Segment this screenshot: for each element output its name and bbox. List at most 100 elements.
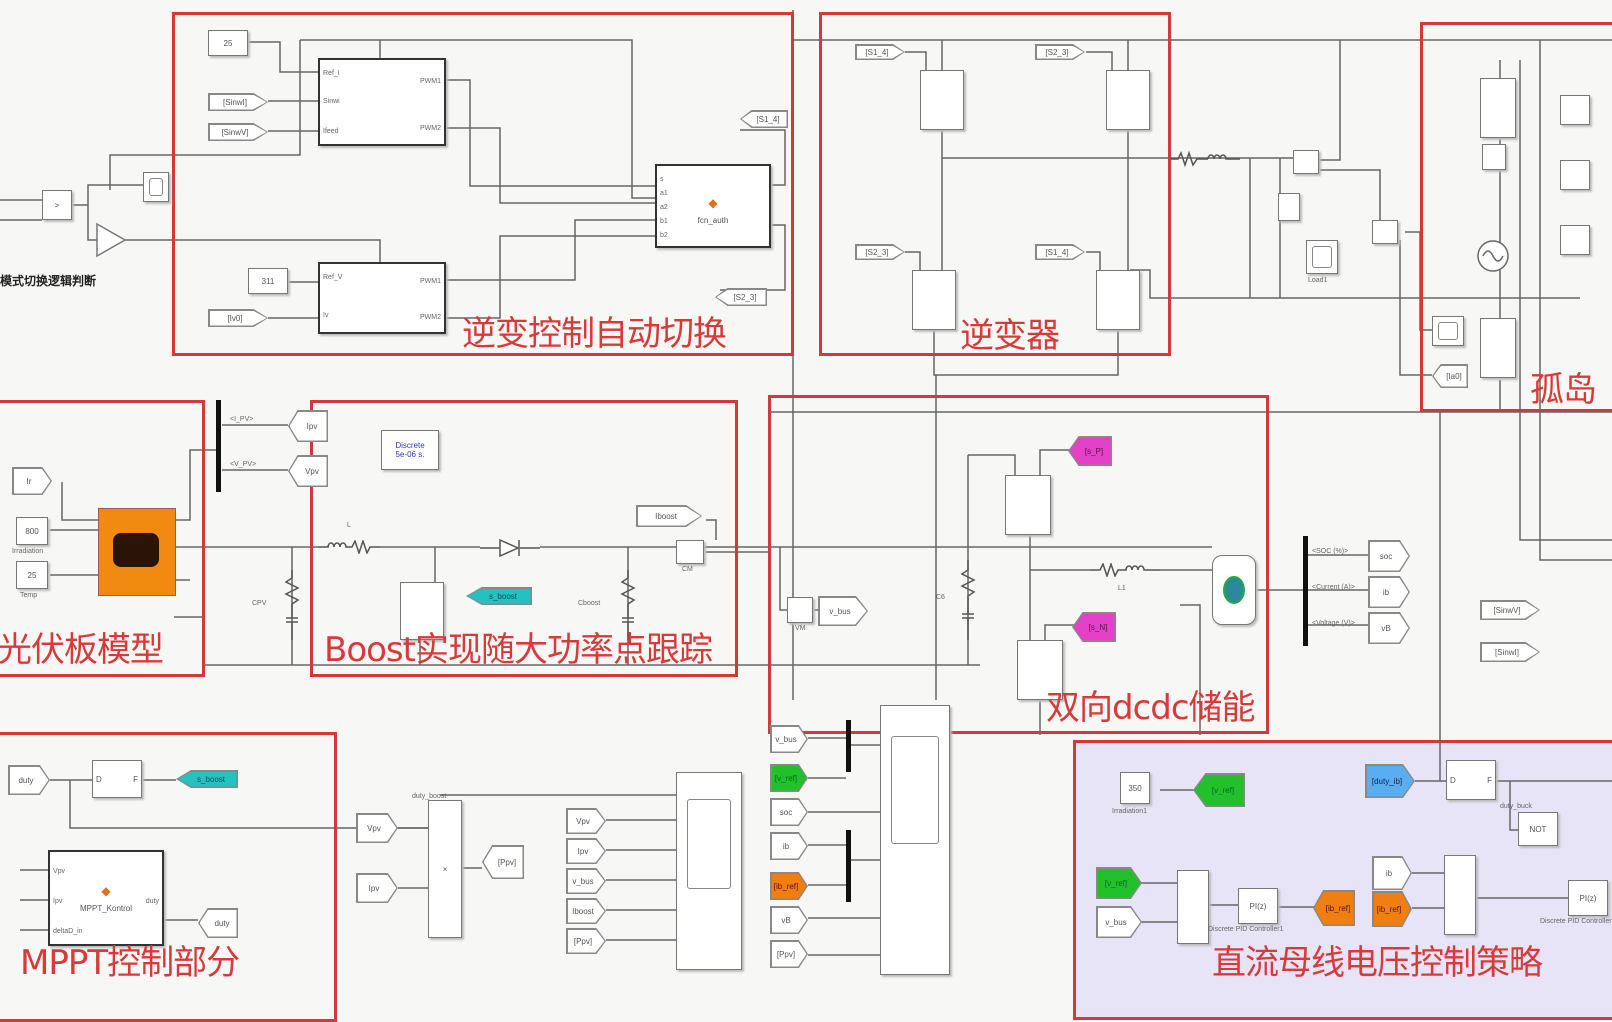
island-block[interactable] bbox=[1560, 160, 1590, 190]
from-duty-ib[interactable]: [duty_ib] bbox=[1365, 764, 1415, 798]
gain-triangle-icon[interactable] bbox=[95, 222, 127, 258]
grid-control-subsystem[interactable]: Ref_I Sinwi Ifeed PWM1 PWM2 bbox=[318, 58, 446, 146]
measurement-block[interactable] bbox=[1278, 193, 1300, 221]
from-ir[interactable]: Ir bbox=[12, 467, 52, 495]
goto-iboost[interactable]: Iboost bbox=[636, 505, 702, 527]
battery-block[interactable] bbox=[1212, 555, 1256, 625]
mux-bar[interactable] bbox=[846, 720, 851, 772]
mux-bar[interactable] bbox=[846, 830, 851, 902]
island-block[interactable] bbox=[1560, 225, 1590, 255]
breaker-icon[interactable] bbox=[1480, 318, 1516, 378]
pid-controller-2[interactable]: PI(z) bbox=[1568, 880, 1608, 916]
storage-scope[interactable] bbox=[880, 705, 950, 975]
ac-source-icon[interactable] bbox=[1475, 238, 1511, 274]
fcn-auto-switch-block[interactable]: s a1 a2 b1 b2 ◆ fcn_auth bbox=[655, 164, 771, 248]
from-s-n[interactable]: [s_N] bbox=[1072, 612, 1116, 642]
boost-igbt-icon[interactable] bbox=[400, 582, 444, 640]
constant-350[interactable]: 350 bbox=[1120, 772, 1150, 804]
constant-voltage-ref[interactable]: 311 bbox=[248, 268, 288, 294]
measurement-block[interactable] bbox=[1293, 150, 1319, 174]
goto-ppv[interactable]: [Ppv] bbox=[482, 845, 524, 879]
from-scope1-input[interactable]: Vpv bbox=[566, 808, 606, 834]
from-v-ref[interactable]: [v_ref] bbox=[770, 764, 808, 792]
igbt-icon[interactable] bbox=[912, 270, 956, 330]
from-v-bus[interactable]: v_bus bbox=[1096, 906, 1142, 938]
constant-current-ref[interactable]: 25 bbox=[208, 30, 248, 56]
mode-scope[interactable] bbox=[143, 172, 169, 202]
goto-s-boost[interactable]: s_boost bbox=[466, 587, 532, 605]
igbt-icon[interactable] bbox=[1096, 270, 1140, 330]
goto-ib-ref[interactable]: [ib_ref] bbox=[1313, 890, 1355, 926]
from-scope2-input[interactable]: [Ppv] bbox=[770, 940, 808, 968]
goto-ib[interactable]: ib bbox=[1368, 576, 1410, 608]
from-scope2-input[interactable]: ib bbox=[770, 832, 808, 860]
breaker-icon[interactable] bbox=[1480, 78, 1516, 138]
constant-temperature[interactable]: 25 bbox=[16, 561, 48, 589]
mppt-function-block[interactable]: Vpv Ipv deltaD_in duty ◆ MPPT_Kontrol bbox=[48, 850, 164, 946]
from-ipv[interactable]: Ipv bbox=[356, 873, 398, 903]
from-s-p[interactable]: [s_P] bbox=[1068, 436, 1112, 466]
goto-s1-4[interactable]: [S1_4] bbox=[740, 110, 788, 128]
from-scope1-input[interactable]: Iboost bbox=[566, 898, 606, 924]
goto-v-ref[interactable]: [v_ref] bbox=[1193, 773, 1245, 807]
island-block[interactable] bbox=[1560, 95, 1590, 125]
from-scope2-input[interactable]: soc bbox=[770, 798, 808, 826]
measurement-block[interactable] bbox=[1482, 144, 1506, 170]
from-ib-ref-dc[interactable]: [ib_ref] bbox=[1372, 891, 1412, 927]
from-s1-4-b[interactable]: [S1_4] bbox=[1035, 244, 1085, 260]
goto-vb[interactable]: vB bbox=[1368, 612, 1410, 644]
from-scope1-input[interactable]: [Ppv] bbox=[566, 928, 606, 954]
from-scope1-input[interactable]: Ipv bbox=[566, 838, 606, 864]
from-sinwi[interactable]: [SinwI] bbox=[208, 93, 268, 111]
from-duty[interactable]: duty bbox=[8, 765, 50, 795]
from-s2-3-a[interactable]: [S2_3] bbox=[1035, 44, 1085, 60]
goto-sinwv[interactable]: [SinwV] bbox=[1480, 600, 1540, 620]
vm-caption: VM bbox=[795, 625, 806, 632]
igbt-icon[interactable] bbox=[1106, 70, 1150, 130]
pid-controller-1[interactable]: PI(z) bbox=[1238, 888, 1278, 924]
sum-block-current[interactable] bbox=[1444, 855, 1476, 935]
powergui-block[interactable]: Discrete 5e-06 s. bbox=[381, 430, 439, 470]
sum-block-voltage[interactable] bbox=[1177, 870, 1209, 944]
diode-icon[interactable] bbox=[480, 538, 540, 558]
goto-soc[interactable]: soc bbox=[1368, 540, 1410, 572]
from-s2-3-b[interactable]: [S2_3] bbox=[855, 244, 905, 260]
product-block[interactable]: × bbox=[428, 800, 462, 938]
goto-vpv[interactable]: Vpv bbox=[288, 455, 328, 487]
island-scope[interactable] bbox=[1432, 316, 1464, 346]
island-control-subsystem[interactable]: Ref_V Iv PWM1 PWM2 bbox=[318, 262, 446, 334]
from-scope2-input[interactable]: v_bus bbox=[770, 725, 808, 753]
from-vpv[interactable]: Vpv bbox=[356, 813, 398, 843]
relational-operator[interactable]: > bbox=[42, 190, 72, 220]
load-scope[interactable] bbox=[1306, 240, 1338, 274]
goto-v-bus[interactable]: v_bus bbox=[818, 596, 868, 626]
goto-sinwi[interactable]: [SinwI] bbox=[1480, 642, 1540, 662]
igbt-icon[interactable] bbox=[1005, 475, 1051, 535]
from-ib-dc[interactable]: ib bbox=[1372, 856, 1412, 890]
goto-ipv[interactable]: Ipv bbox=[288, 410, 328, 442]
goto-s2-3[interactable]: [S2_3] bbox=[715, 288, 767, 306]
battery-bus-selector[interactable] bbox=[1303, 536, 1308, 646]
from-sinwv[interactable]: [SinwV] bbox=[208, 123, 268, 141]
not-block[interactable]: NOT bbox=[1518, 812, 1558, 846]
from-ib-ref[interactable]: [ib_ref] bbox=[770, 872, 808, 900]
goto-s-boost-mppt[interactable]: s_boost bbox=[176, 770, 238, 788]
igbt-icon[interactable] bbox=[920, 70, 964, 130]
pv-scope[interactable] bbox=[676, 772, 742, 970]
bus-selector[interactable] bbox=[216, 400, 221, 492]
current-measurement[interactable] bbox=[676, 540, 704, 564]
constant-irradiation[interactable]: 800 bbox=[16, 517, 48, 545]
goto-duty[interactable]: duty bbox=[198, 908, 238, 938]
pv-array-block[interactable] bbox=[98, 508, 176, 596]
measurement-block[interactable] bbox=[1372, 220, 1398, 244]
from-v-ref-dc[interactable]: [v_ref] bbox=[1096, 867, 1142, 899]
igbt-icon[interactable] bbox=[1017, 640, 1063, 700]
from-scope1-input[interactable]: v_bus bbox=[566, 868, 606, 894]
goto-ia[interactable]: [Ia0] bbox=[1432, 364, 1468, 388]
from-s1-4-a[interactable]: [S1_4] bbox=[855, 44, 905, 60]
from-iv[interactable]: [Iv0] bbox=[208, 309, 268, 327]
voltage-measurement[interactable] bbox=[787, 597, 813, 623]
from-scope2-input[interactable]: vB bbox=[770, 906, 808, 934]
